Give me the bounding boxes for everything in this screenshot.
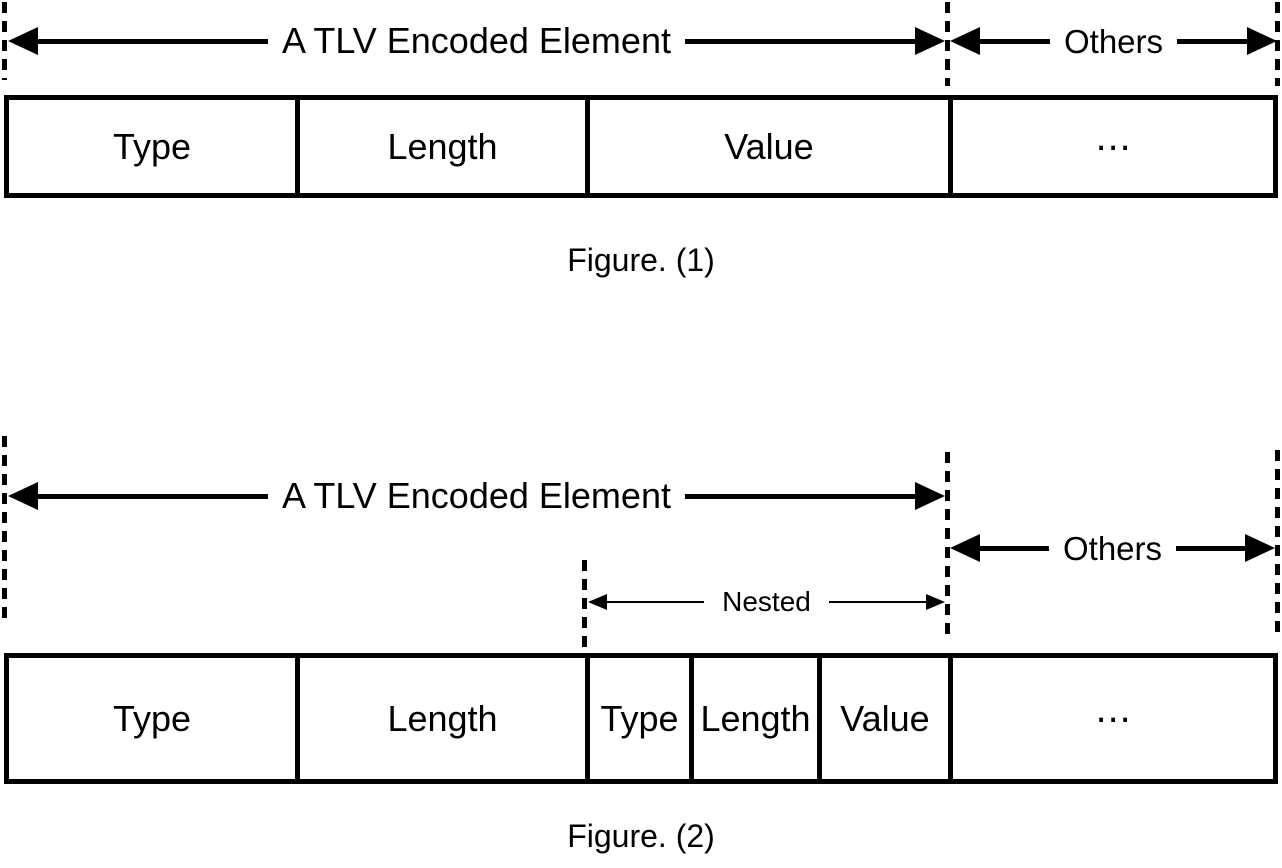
arrow-left-head-icon bbox=[588, 594, 607, 610]
fig1-cell-value: Value bbox=[585, 100, 948, 193]
cell-label: Length bbox=[387, 697, 498, 739]
fig2-left-boundary-dashed-line bbox=[2, 436, 7, 626]
cell-label: Type bbox=[112, 697, 192, 739]
cell-label: Value bbox=[840, 697, 930, 739]
arrow-right-head-icon bbox=[915, 482, 946, 510]
arrow-left-head-icon bbox=[8, 482, 38, 510]
fig2-tlv-span-arrow: A TLV Encoded Element bbox=[8, 478, 946, 514]
arrow-right-head-icon bbox=[1245, 534, 1276, 562]
fig2-cell-nested-type: Type bbox=[585, 658, 689, 779]
fig2-nested-arrow-label: Nested bbox=[722, 586, 811, 617]
fig2-element-end-dashed-line bbox=[945, 452, 950, 638]
cell-label: Length bbox=[387, 125, 498, 167]
fig2-cell-type: Type bbox=[9, 658, 295, 779]
arrow-left-head-icon bbox=[950, 27, 980, 55]
fig2-nested-span-arrow: Nested bbox=[588, 588, 945, 616]
cell-label: Value bbox=[724, 125, 814, 167]
cell-label: Type bbox=[112, 125, 192, 167]
fig1-tlv-row: Type Length Value ⋯ bbox=[4, 95, 1278, 198]
arrow-line bbox=[38, 38, 269, 44]
fig1-right-boundary-dashed-line bbox=[1275, 2, 1280, 86]
arrow-right-head-icon bbox=[915, 27, 946, 55]
fig1-others-span-arrow: Others bbox=[950, 22, 1278, 60]
fig1-element-end-dashed-line bbox=[945, 2, 950, 86]
cell-label: ⋯ bbox=[1095, 697, 1131, 739]
arrow-left-head-icon bbox=[950, 534, 980, 562]
fig2-cell-nested-length: Length bbox=[689, 658, 817, 779]
cell-label: Type bbox=[600, 697, 679, 739]
fig1-span-arrow-label: A TLV Encoded Element bbox=[282, 20, 671, 61]
arrow-line bbox=[684, 38, 916, 44]
arrow-right-head-icon bbox=[1247, 27, 1278, 55]
arrow-line bbox=[38, 493, 269, 499]
fig2-span-arrow-label: A TLV Encoded Element bbox=[282, 475, 671, 516]
fig2-cell-nested-value: Value bbox=[817, 658, 948, 779]
fig1-caption: Figure. (1) bbox=[567, 242, 715, 278]
fig2-caption: Figure. (2) bbox=[567, 818, 715, 854]
arrow-line bbox=[980, 38, 1050, 44]
arrow-line bbox=[1176, 545, 1246, 551]
arrow-line bbox=[607, 601, 705, 603]
fig1-others-arrow-label: Others bbox=[1063, 22, 1164, 60]
fig1-cell-length: Length bbox=[295, 100, 585, 193]
arrow-line bbox=[684, 493, 916, 499]
arrow-line bbox=[1177, 38, 1248, 44]
fig2-nested-start-dashed-line bbox=[582, 560, 587, 653]
arrow-right-head-icon bbox=[926, 594, 945, 610]
fig2-cell-others: ⋯ bbox=[948, 658, 1273, 779]
fig2-right-boundary-dashed-line bbox=[1275, 450, 1280, 635]
fig2-others-arrow-label: Others bbox=[1062, 529, 1163, 567]
fig1-cell-type: Type bbox=[9, 100, 295, 193]
arrow-left-head-icon bbox=[8, 27, 38, 55]
fig1-tlv-span-arrow: A TLV Encoded Element bbox=[8, 23, 946, 59]
fig1-left-boundary-dashed-line bbox=[2, 2, 7, 80]
arrow-line bbox=[980, 545, 1049, 551]
fig2-tlv-row: Type Length Type Length Value ⋯ bbox=[4, 653, 1278, 784]
fig2-others-span-arrow: Others bbox=[950, 529, 1276, 567]
fig1-cell-others: ⋯ bbox=[948, 100, 1273, 193]
fig2-cell-length: Length bbox=[295, 658, 585, 779]
arrow-line bbox=[828, 601, 926, 603]
cell-label: ⋯ bbox=[1095, 125, 1131, 167]
cell-label: Length bbox=[700, 697, 811, 739]
